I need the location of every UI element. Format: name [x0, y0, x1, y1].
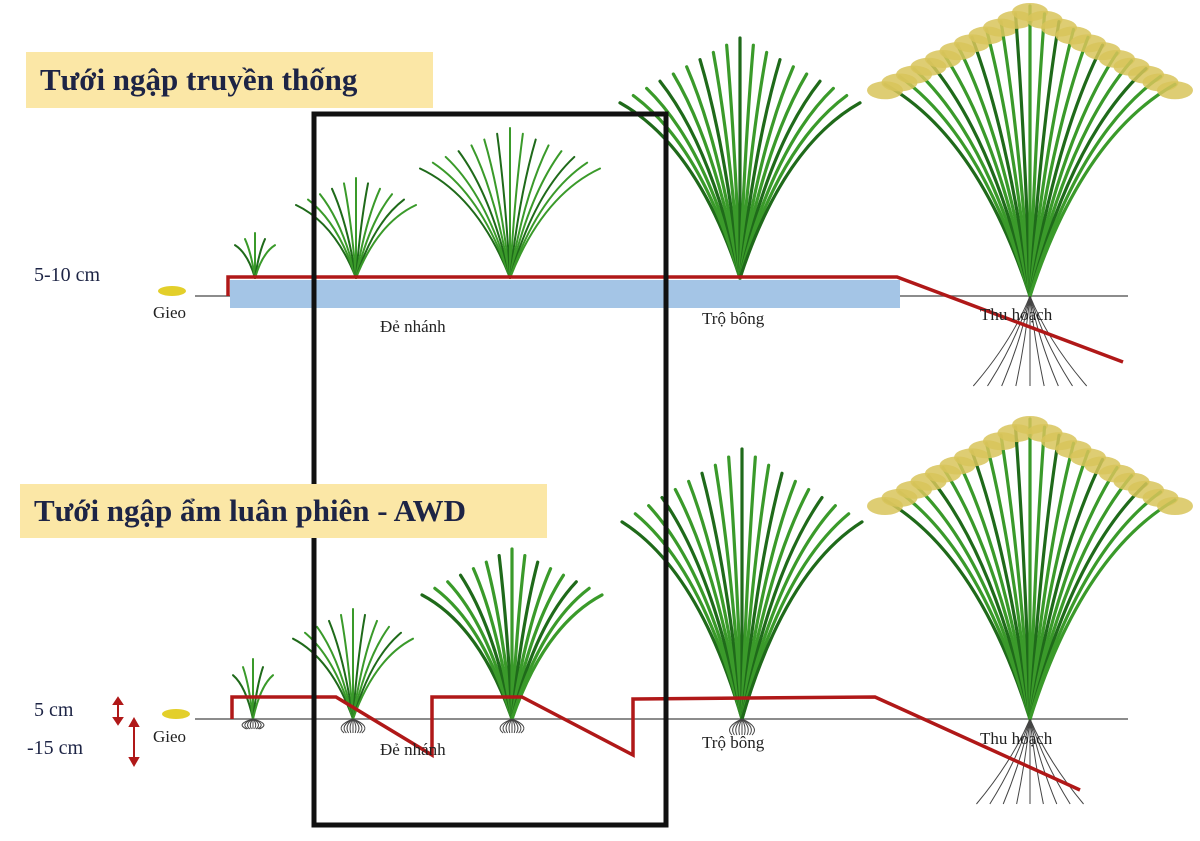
tillering-plant-small [292, 608, 414, 734]
depth-label-awd-low: -15 cm [27, 737, 84, 759]
arrow-15cm-icon [128, 716, 140, 768]
stage-label-heading-bottom: Trộ bông [702, 733, 765, 752]
seedling-1 [234, 232, 276, 279]
tillering-highlight-box [311, 111, 669, 828]
stage-label-harvest-top: Thu hoạch [980, 305, 1053, 324]
stage-label-sowing-bottom: Gieo [153, 727, 187, 746]
title-awd: Tưới ngập ẩm luân phiên - AWD [20, 484, 547, 538]
depth-label-traditional: 5-10 cm [34, 264, 101, 286]
seedling-1 [232, 658, 274, 730]
harvest-plant [867, 416, 1193, 805]
stage-label-harvest-bottom: Thu hoạch [980, 729, 1053, 748]
stage-label-tillering-top: Đẻ nhánh [380, 317, 446, 336]
title-traditional-flooding: Tưới ngập truyền thống [26, 52, 433, 108]
stage-label-sowing-top: Gieo [153, 303, 187, 322]
depth-label-awd-high: 5 cm [34, 699, 74, 721]
harvest-plant [867, 3, 1193, 387]
rice-plants-traditional [234, 3, 1193, 387]
seed-icon-bottom [162, 709, 190, 719]
arrow-5cm-icon [112, 696, 124, 726]
tillering-plant-small [295, 177, 417, 279]
water-level-line-traditional [226, 275, 1124, 364]
heading-plant [618, 36, 862, 280]
heading-plant [620, 447, 864, 736]
flood-water-band [230, 280, 900, 308]
seed-icon-top [158, 286, 186, 296]
tillering-plant-large [420, 547, 604, 734]
stage-label-tillering-bottom: Đẻ nhánh [380, 740, 446, 759]
water-level-line-awd [230, 695, 1081, 792]
rice-plants-awd [232, 416, 1193, 805]
tillering-plant-large [419, 127, 601, 279]
stage-label-heading-top: Trộ bông [702, 309, 765, 328]
